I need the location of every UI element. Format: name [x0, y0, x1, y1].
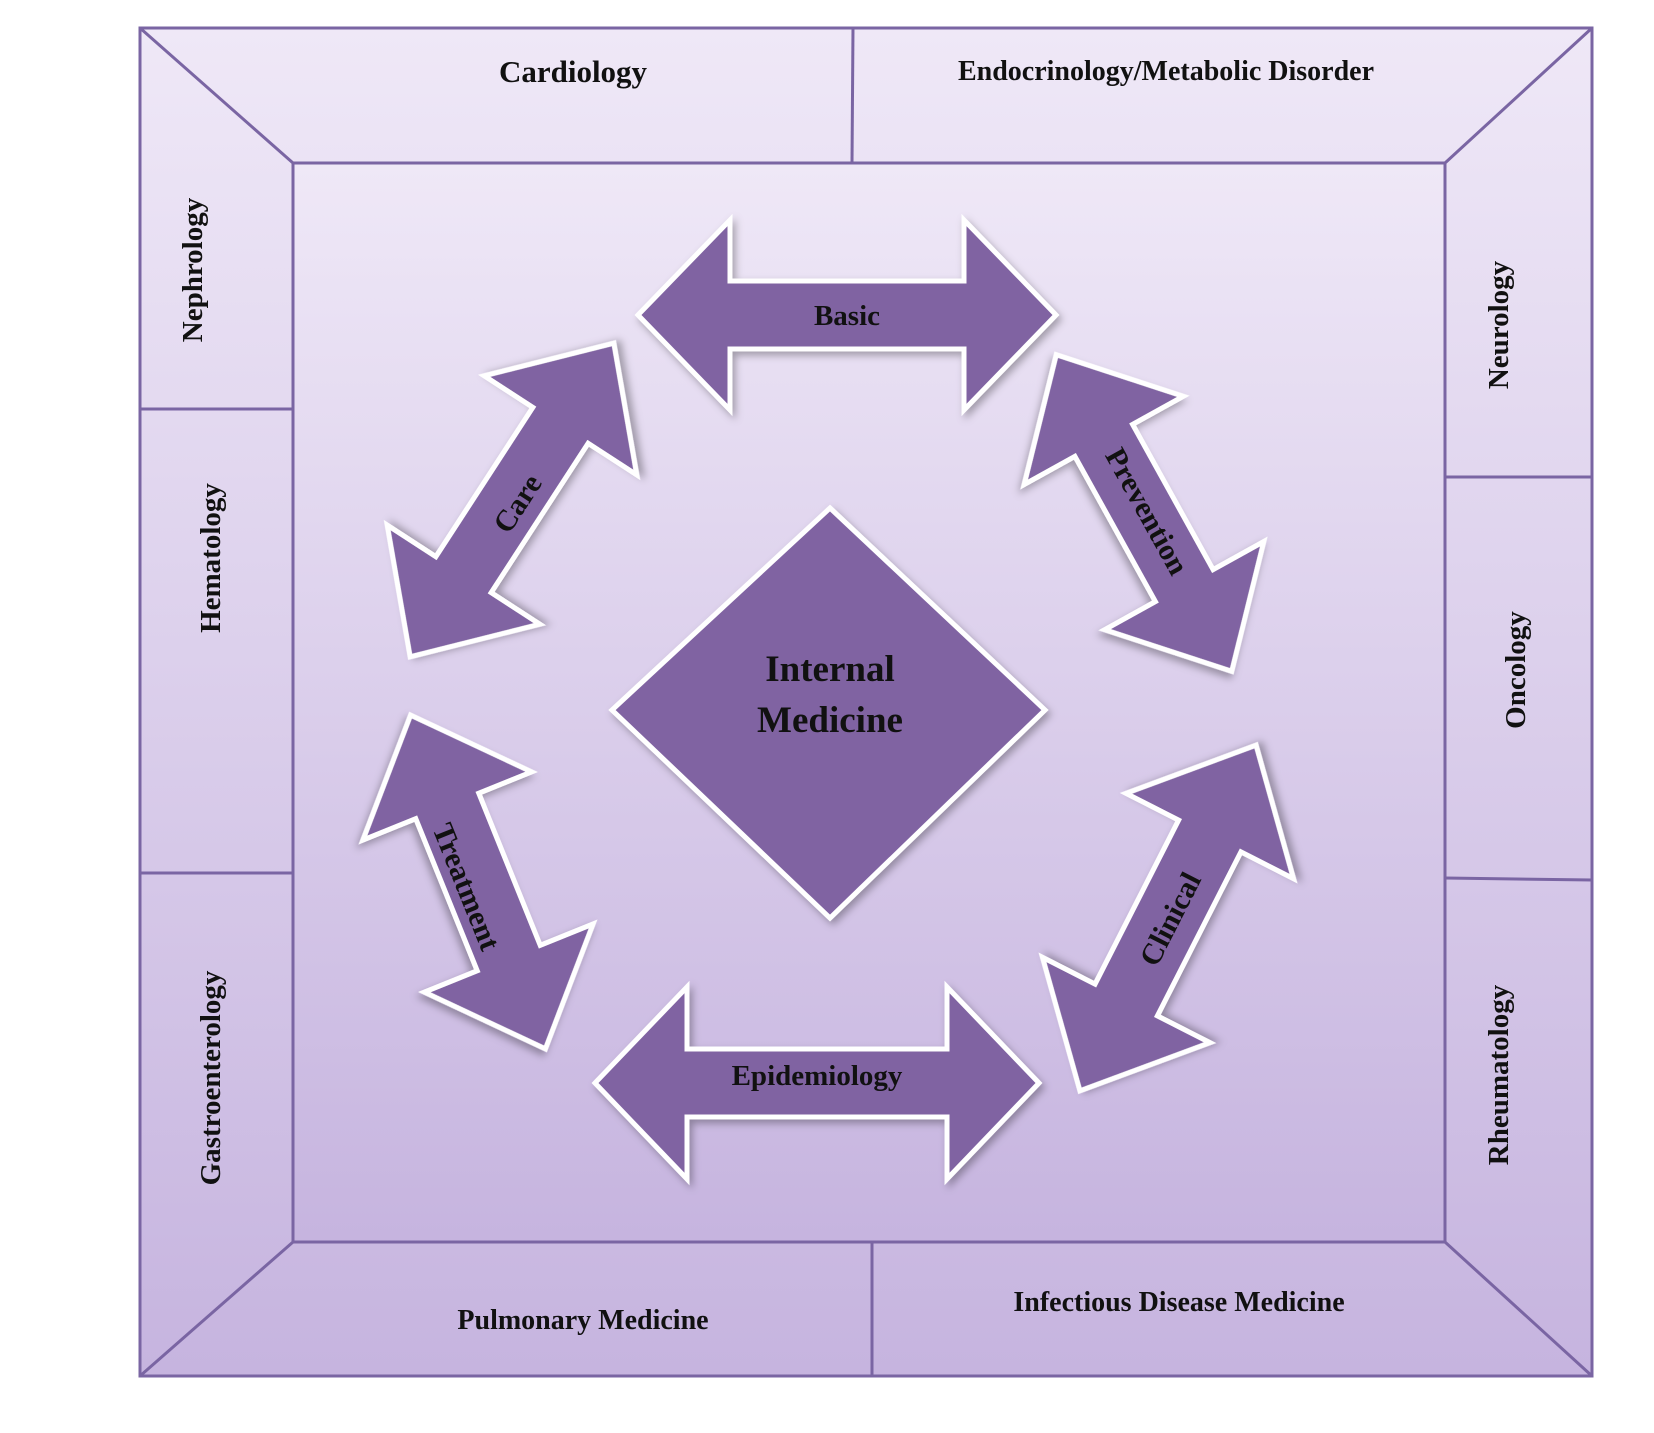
arrow-epidemiology: Epidemiology — [591, 980, 1043, 1186]
arrow-epidemiology-shape — [591, 980, 1043, 1186]
specialty-cardiology: Cardiology — [499, 54, 648, 89]
arrow-basic: Basic — [634, 213, 1060, 417]
specialty-oncology: Oncology — [1500, 611, 1532, 729]
arrow-basic-shape — [634, 213, 1060, 417]
arrow-care-shape — [383, 340, 641, 660]
center-label-line1: Internal — [765, 649, 895, 690]
arrow-epidemiology-label: Epidemiology — [732, 1060, 903, 1092]
specialty-gastroenterology: Gastroenterology — [195, 970, 227, 1185]
center-diamond — [608, 504, 1049, 922]
arrow-treatment-shape — [358, 711, 598, 1053]
specialty-rheumatology: Rheumatology — [1483, 984, 1515, 1165]
specialty-infectious-disease: Infectious Disease Medicine — [1013, 1287, 1344, 1318]
center-label-line2: Medicine — [757, 700, 903, 741]
arrow-basic-label: Basic — [814, 300, 880, 332]
specialty-neurology: Neurology — [1483, 260, 1515, 389]
arrow-care: Care — [383, 340, 641, 660]
arrow-prevention-shape — [1020, 351, 1268, 675]
arrow-clinical-shape — [1038, 741, 1298, 1095]
arrow-ring: BasicPreventionClinicalEpidemiologyTreat… — [358, 213, 1298, 1186]
specialty-endocrinology: Endocrinology/Metabolic Disorder — [958, 56, 1374, 87]
arrow-prevention: Prevention — [1020, 351, 1268, 675]
specialty-pulmonary: Pulmonary Medicine — [457, 1305, 708, 1336]
specialty-nephrology: Nephrology — [177, 197, 209, 342]
frame-bevel-lines — [139, 26, 1594, 1378]
specialty-hematology: Hematology — [195, 483, 227, 633]
